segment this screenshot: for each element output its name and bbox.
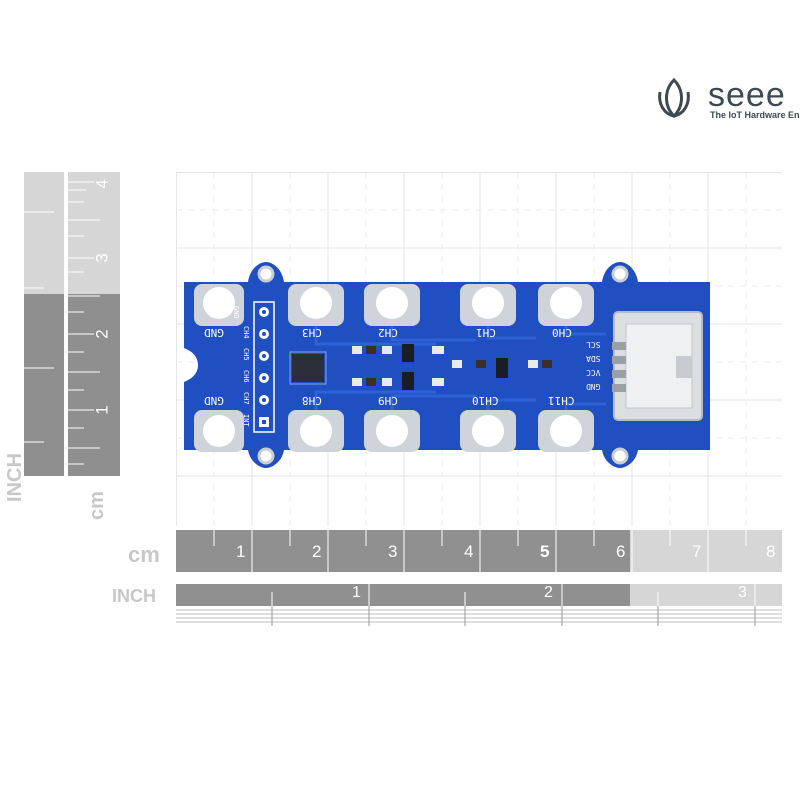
cm-tick-1: 1 [236,542,246,561]
cm-tick-4: 4 [464,542,474,561]
vertical-cm-tick-2: 2 [92,329,112,339]
brand-tagline: The IoT Hardware Ena [710,110,800,120]
inch-tick-3: 3 [738,584,747,601]
header-pin-label-ch4: CH4 [242,326,250,339]
pad-label-ch1: CH1 [476,326,496,339]
top-pads [194,284,594,326]
cm-tick-6: 6 [616,542,626,561]
pad-label-ch10: CH10 [472,394,499,407]
pad-label-ch8: CH8 [302,394,322,407]
cm-ruler: 1 2 3 4 5 6 7 8 [176,530,782,572]
header-pin-label-gnd: GND [232,306,240,319]
pcb-board [184,262,710,468]
cm-tick-8: 8 [766,542,776,561]
connector-pin-label-gnd: GND [586,382,601,391]
cm-tick-5: 5 [540,542,550,561]
brand-name: seee [708,76,786,114]
pad-label-ch9: CH9 [378,394,398,407]
pad-label-ch11: CH11 [548,394,575,407]
bottom-pads [194,410,594,452]
vertical-cm-tick-4: 4 [92,179,112,189]
mounting-holes [257,265,629,465]
inch-tick-2: 2 [544,584,553,601]
header-pins [253,301,275,433]
vertical-cm-tick-3: 3 [92,253,112,263]
pad-label-gnd-top: GND [204,326,224,339]
connector-pin-label-sda: SDA [586,354,601,363]
inch-ruler-label: INCH [112,586,156,606]
vertical-cm-label: cm [86,491,108,520]
header-pin-label-int: INT [242,414,250,427]
cm-tick-2: 2 [312,542,322,561]
touch-controller-chip [289,351,327,385]
header-pin-label-ch6: CH6 [242,370,250,383]
pad-label-ch2: CH2 [378,326,398,339]
seeed-logo: seee The IoT Hardware Ena [652,74,800,124]
inch-ruler: 1 2 3 [176,584,782,626]
pad-label-ch3: CH3 [302,326,322,339]
grove-connector [612,311,703,421]
cm-ruler-label: cm [128,542,160,567]
vertical-ruler: 4 3 2 1 [24,172,120,476]
pcb-silkscreen: GND CH3 CH2 CH1 CH0 GND CH8 CH9 CH10 CH1… [176,260,716,470]
inch-tick-1: 1 [352,584,361,601]
cm-tick-7: 7 [692,542,702,561]
cm-tick-3: 3 [388,542,398,561]
header-pin-label-ch5: CH5 [242,348,250,361]
vertical-cm-tick-1: 1 [92,405,112,415]
pad-label-ch0: CH0 [552,326,572,339]
seeed-logo-icon [658,77,690,119]
smd-components [352,344,552,390]
connector-pin-label-vcc: VCC [586,368,601,377]
pad-label-gnd-bottom: GND [204,394,224,407]
vertical-inch-label: INCH [4,453,26,502]
header-pin-label-ch7: CH7 [242,392,250,405]
connector-pin-label-scl: SCL [586,340,601,349]
